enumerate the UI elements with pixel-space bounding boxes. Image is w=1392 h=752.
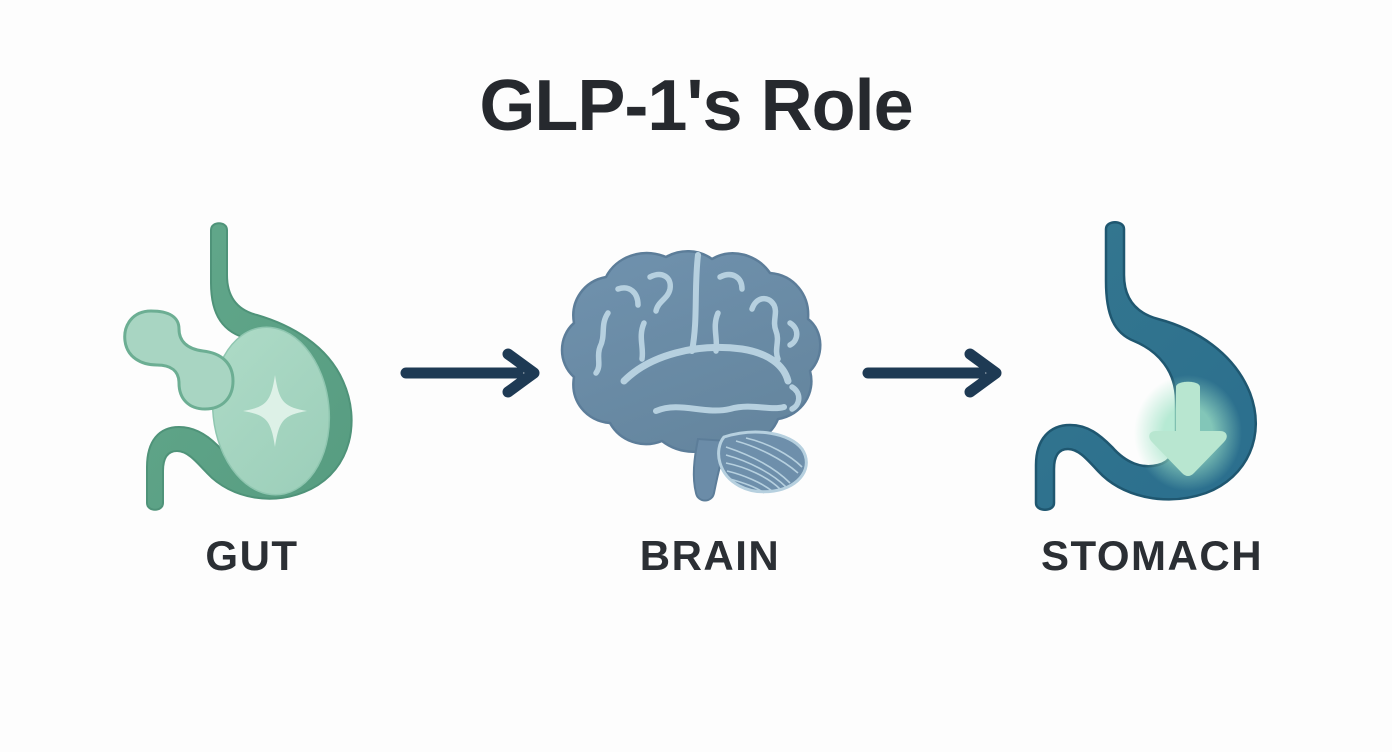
arrow-head xyxy=(502,348,540,398)
brain-icon xyxy=(560,250,822,502)
brain-sulcus-1 xyxy=(593,310,611,376)
brain-sulcus-3 xyxy=(647,271,673,314)
brain-sulcus-8 xyxy=(787,320,800,348)
brain-sulcus-6 xyxy=(712,310,721,354)
connector-gut-to-brain xyxy=(400,348,550,398)
label-gut: GUT xyxy=(205,532,299,579)
cerebellum-striations xyxy=(725,437,803,494)
stomach-icon xyxy=(1034,221,1258,511)
flow-node-gut[interactable] xyxy=(115,215,415,515)
gut-sparkle-icon xyxy=(243,375,307,447)
label-stomach: STOMACH xyxy=(1040,532,1264,579)
flow-diagram xyxy=(0,215,1392,515)
page-title: GLP-1's Role xyxy=(479,66,913,146)
node-labels: GUT BRAIN STOMACH xyxy=(0,532,1392,602)
brain-sulcus-2 xyxy=(615,285,641,308)
brain-sulcus-9 xyxy=(789,384,802,412)
gut-icon xyxy=(123,222,353,511)
brain-sulcus-temporal xyxy=(653,403,787,414)
flow-node-brain[interactable] xyxy=(546,215,846,515)
brain-sulcus-5 xyxy=(717,271,745,292)
arrow-right-icon xyxy=(862,348,1002,398)
flow-node-stomach[interactable] xyxy=(1010,215,1310,515)
brain-fissure xyxy=(689,252,701,354)
brain-lateral-fissure xyxy=(620,343,792,385)
arrow-head xyxy=(964,348,1002,398)
gut-intestine-blob xyxy=(123,309,235,411)
connector-brain-to-stomach xyxy=(862,348,1012,398)
label-brain: BRAIN xyxy=(639,532,781,579)
stomach-down-arrow-icon xyxy=(1149,381,1227,476)
brain-sulcus-4 xyxy=(638,320,647,362)
arrow-right-icon xyxy=(400,348,540,398)
brain-sulcus-7 xyxy=(749,295,781,362)
